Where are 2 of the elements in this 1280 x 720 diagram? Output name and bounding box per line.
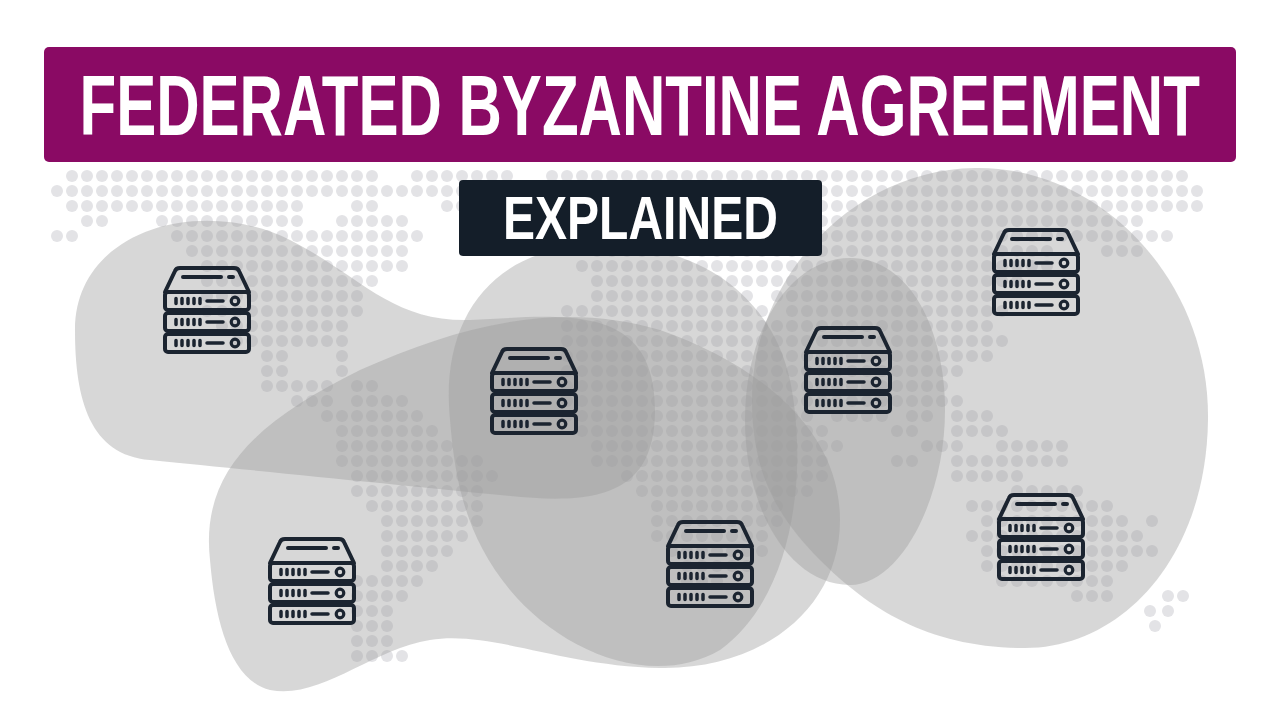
title: FEDERATED BYZANTINE AGREEMENT	[79, 61, 1201, 148]
subtitle: EXPLAINED	[503, 187, 778, 249]
